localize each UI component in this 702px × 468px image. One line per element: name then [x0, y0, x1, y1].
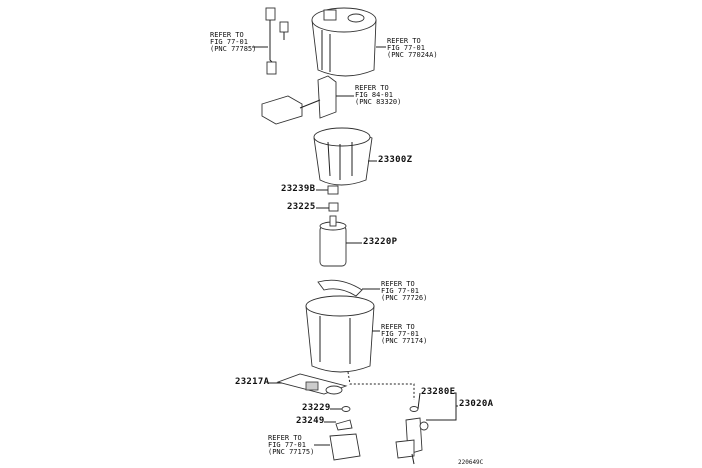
ref-line: FIG 77-01: [210, 38, 248, 46]
part-number-23217A: 23217A: [235, 377, 270, 387]
retainer-drawing: [317, 279, 363, 297]
reference-note-83320: REFER TO FIG 84-01 (PNC 83320): [355, 85, 401, 106]
housing-drawing: [305, 295, 375, 373]
wire-harness-drawing: [265, 7, 289, 75]
ref-line: REFER TO: [387, 37, 421, 45]
part-number-23280E: 23280E: [421, 387, 456, 397]
sender-unit-drawing: [261, 75, 337, 125]
leader-lines: [252, 46, 458, 446]
reference-note-77175: REFER TO FIG 77-01 (PNC 77175): [268, 435, 314, 456]
part-number-23020A: 23020A: [459, 399, 494, 409]
ref-line: REFER TO: [268, 434, 302, 442]
ref-line: REFER TO: [381, 280, 415, 288]
part-23217A-drawing: [276, 373, 348, 395]
figure-code: 220649C: [458, 459, 484, 466]
part-number-23239B: 23239B: [281, 184, 316, 194]
ref-line: REFER TO: [381, 323, 415, 331]
reference-note-77024A: REFER TO FIG 77-01 (PNC 77024A): [387, 38, 438, 59]
part-number-23229: 23229: [302, 403, 331, 413]
part-23020A-drawing: [395, 406, 429, 465]
reference-note-77726: REFER TO FIG 77-01 (PNC 77726): [381, 281, 427, 302]
part-23220P-drawing: [319, 215, 347, 267]
part-number-23300Z: 23300Z: [378, 155, 413, 165]
part-number-23249: 23249: [296, 416, 325, 426]
ref-line: FIG 84-01: [355, 91, 393, 99]
ref-line: (PNC 77726): [381, 294, 428, 302]
ref-line: REFER TO: [355, 84, 389, 92]
reference-note-77174: REFER TO FIG 77-01 (PNC 77174): [381, 324, 427, 345]
ref-line: (PNC 77174): [381, 337, 428, 345]
ref-line: REFER TO: [210, 31, 244, 39]
ref-line: FIG 77-01: [381, 287, 419, 295]
ref-line: (PNC 77175): [268, 448, 315, 456]
part-23300Z-drawing: [313, 127, 373, 186]
ref-line: FIG 77-01: [387, 44, 425, 52]
flange-cup-drawing: [311, 7, 377, 77]
ref-line: (PNC 77785): [210, 45, 257, 53]
ref-line: (PNC 77024A): [387, 51, 438, 59]
part-number-23225: 23225: [287, 202, 316, 212]
ref-line: FIG 77-01: [268, 441, 306, 449]
ref-line: (PNC 83320): [355, 98, 402, 106]
reference-note-77785: REFER TO FIG 77-01 (PNC 77785): [210, 32, 256, 53]
part-number-23220P: 23220P: [363, 237, 398, 247]
bracket-77175-drawing: [329, 433, 361, 461]
ref-line: FIG 77-01: [381, 330, 419, 338]
